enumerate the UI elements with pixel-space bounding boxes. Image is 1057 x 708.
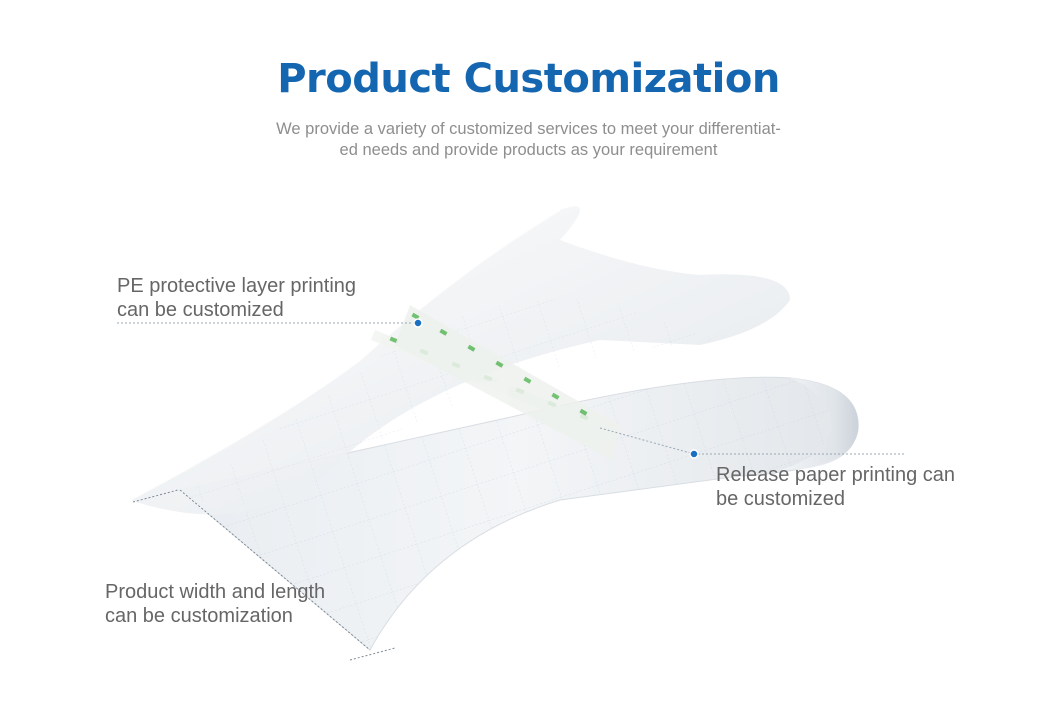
size-label-line-2: can be customization: [105, 605, 293, 627]
page-subtitle: We provide a variety of customized servi…: [250, 119, 807, 161]
print-strip-lower: [395, 305, 620, 460]
pe-layer-label-line-2: can be customized: [117, 299, 284, 321]
length-dimension-line: [179, 489, 371, 651]
subtitle-line-2: ed needs and provide products as your re…: [339, 141, 718, 159]
size-label: Product width and length can be customiz…: [105, 580, 325, 628]
subtitle-line-1: We provide a variety of customized servi…: [276, 120, 781, 138]
release-paper-curl: [780, 378, 859, 470]
release-callout-line: [599, 427, 695, 455]
release-paper-label: Release paper printing can be customized: [716, 463, 955, 511]
release-paper-label-line-2: be customized: [716, 488, 845, 510]
page-title: Product Customization: [277, 56, 780, 102]
pe-callout-marker: [413, 318, 423, 328]
pe-layer-label-line-1: PE protective layer printing: [117, 275, 357, 297]
size-label-line-1: Product width and length: [105, 581, 326, 603]
release-paper-label-line-1: Release paper printing can: [716, 464, 956, 486]
release-callout-marker: [689, 449, 699, 459]
pe-layer-label: PE protective layer printing can be cust…: [117, 274, 356, 322]
